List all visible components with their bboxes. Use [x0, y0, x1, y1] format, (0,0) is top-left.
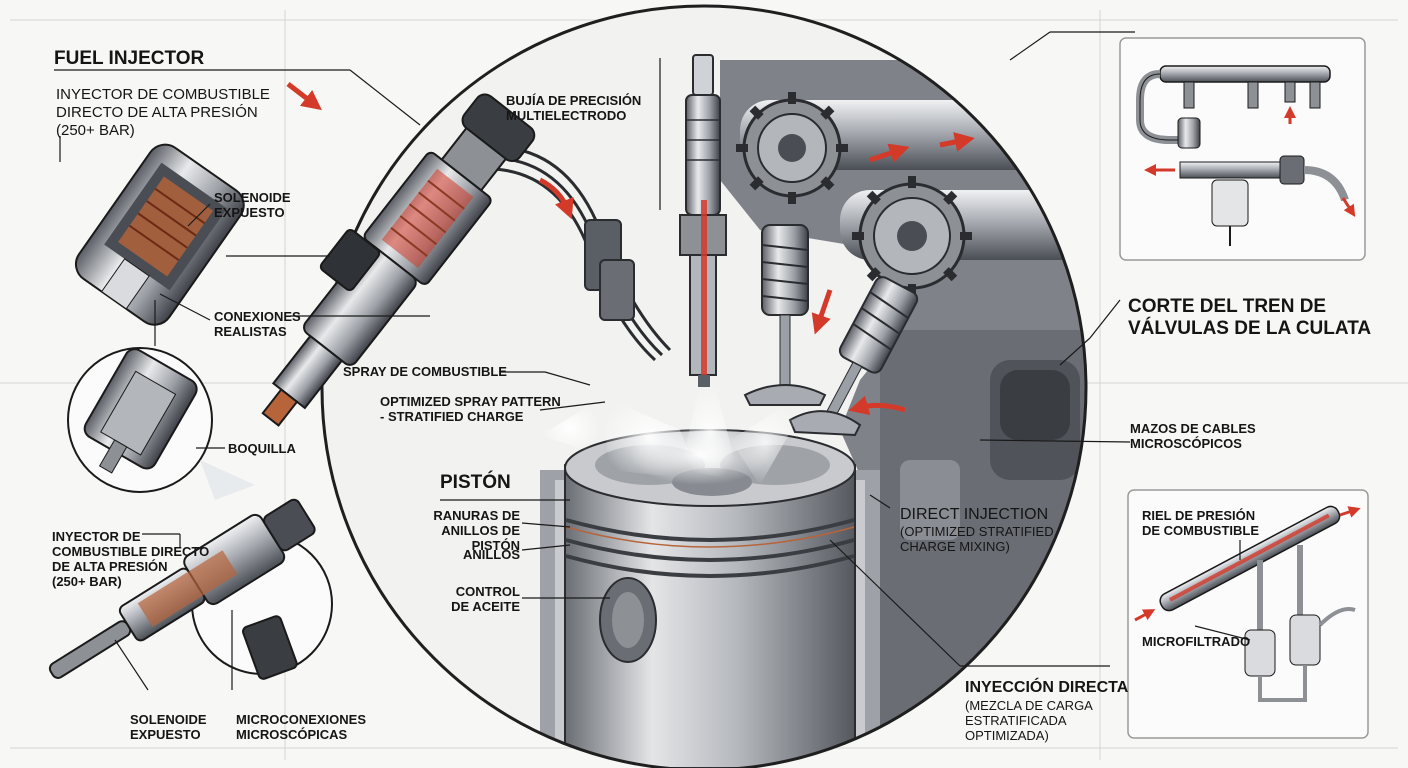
direct-injection-en-sub: (OPTIMIZED STRATIFIED CHARGE MIXING) — [900, 524, 1054, 554]
valvetrain-cutaway-label: CORTE DEL TREN DE VÁLVULAS DE LA CULATA — [1128, 296, 1372, 339]
direct-injection-es-sub: (MEZCLA DE CARGA ESTRATIFICADA OPTIMIZAD… — [965, 698, 1093, 743]
injector-description: INYECTOR DE COMBUSTIBLE DIRECTO DE ALTA … — [56, 86, 270, 139]
direct-injection-es-label: INYECCIÓN DIRECTA — [965, 679, 1129, 696]
direct-injection-en-label: DIRECT INJECTION — [900, 506, 1049, 523]
ring-grooves-label: RANURAS DE ANILLOS DE PISTÓN — [433, 508, 520, 553]
micro-connections-label: MICROCONEXIONES MICROSCÓPICAS — [236, 712, 367, 742]
fuel-spray-label: SPRAY DE COMBUSTIBLE — [343, 364, 507, 379]
solenoid-exposed-label-bottom: SOLENOIDE EXPUESTO — [130, 712, 207, 742]
micro-filter-label: MICROFILTRADO — [1142, 634, 1251, 649]
nozzle-label: BOQUILLA — [228, 441, 296, 456]
oil-control-label: CONTROL DE ACEITE — [451, 584, 520, 614]
piston-label: PISTÓN — [440, 472, 511, 493]
optimized-spray-label: OPTIMIZED SPRAY PATTERN - STRATIFIED CHA… — [380, 394, 561, 424]
realistic-connections-label: CONEXIONES REALISTAS — [214, 309, 301, 339]
injector-description-small: INYECTOR DE COMBUSTIBLE DIRECTO DE ALTA … — [52, 529, 210, 589]
solenoid-exposed-label-top: SOLENOIDE EXPUESTO — [214, 190, 291, 220]
micro-harness-label: MAZOS DE CABLES MICROSCÓPICOS — [1130, 421, 1256, 451]
spark-plug-label: BUJÍA DE PRECISIÓN MULTIELECTRODO — [506, 93, 642, 123]
fuel-rail-label: RIEL DE PRESIÓN DE COMBUSTIBLE — [1142, 508, 1259, 538]
fuel-injector-title: FUEL INJECTOR — [54, 48, 205, 69]
rings-label: ANILLOS — [462, 547, 520, 562]
